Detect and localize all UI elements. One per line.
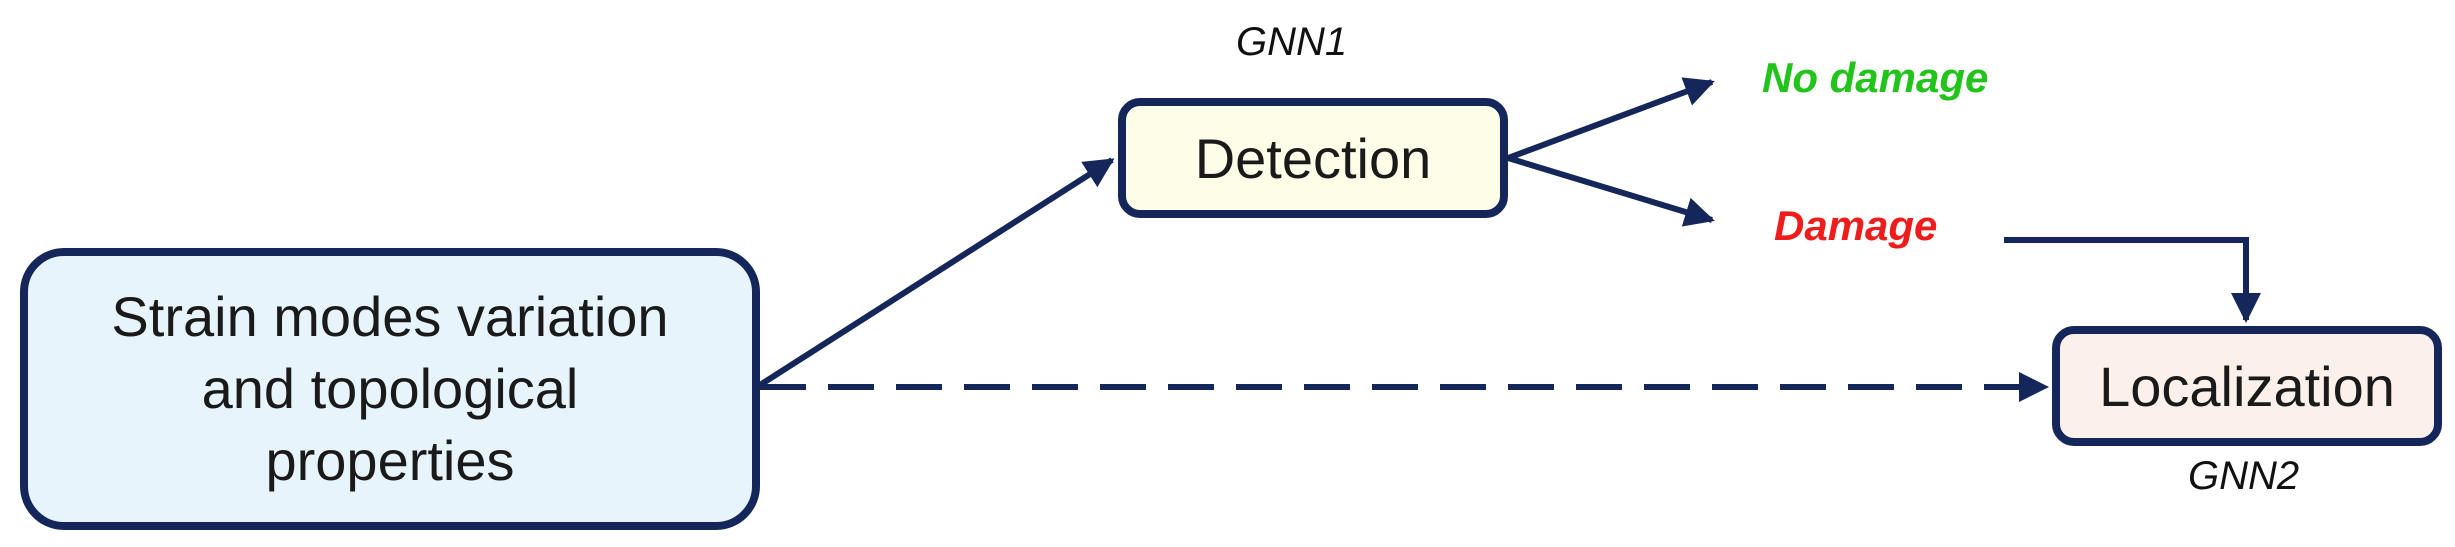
input-node: Strain modes variation and topological p… [20,248,760,530]
input-line-2: and topological [201,357,579,420]
localization-label: Localization [2099,354,2395,418]
arrow-detection-to-damage [1507,155,1715,227]
arrow-detection-to-no-damage [1506,77,1715,161]
detection-node: Detection [1118,98,1508,218]
input-line-3: properties [265,429,515,492]
arrow-input-to-detection [758,157,1115,388]
input-line-1: Strain modes variation [111,285,669,348]
input-node-text: Strain modes variation and topological p… [111,281,668,497]
arrow-damage-to-localization [2004,237,2261,323]
no-damage-label: No damage [1762,54,1989,101]
damage-label: Damage [1774,202,1938,249]
detection-label: Detection [1194,126,1432,190]
gnn1-label: GNN1 [1236,20,1348,64]
localization-node: Localization [2052,326,2442,446]
gnn2-label: GNN2 [2188,454,2300,498]
